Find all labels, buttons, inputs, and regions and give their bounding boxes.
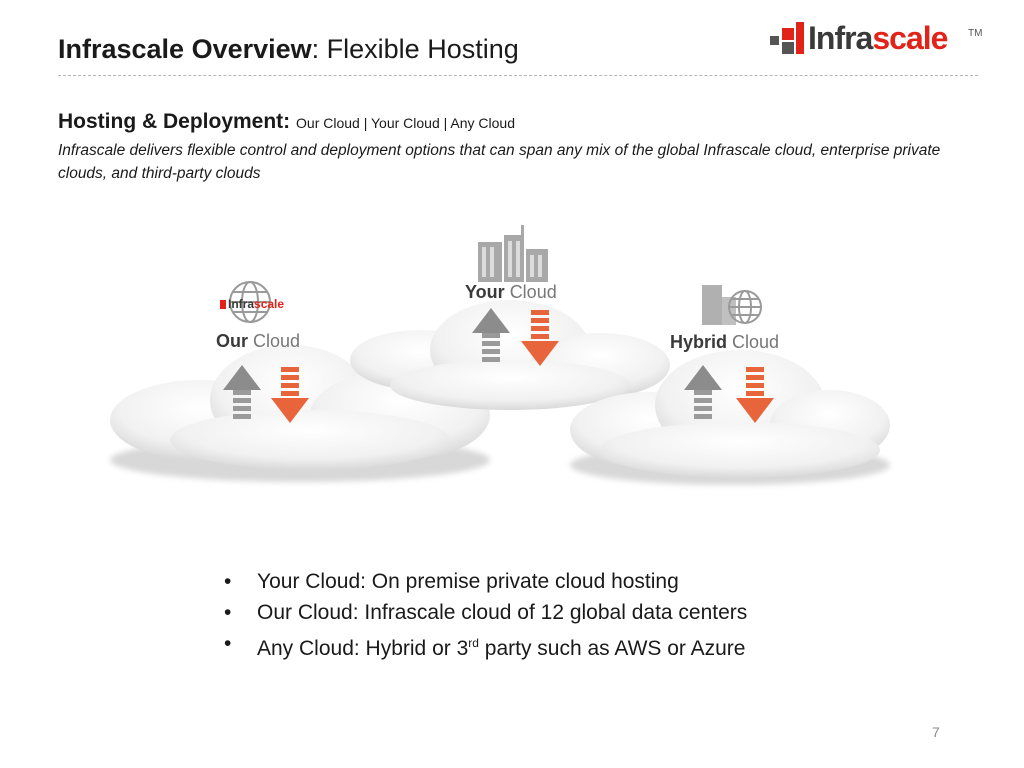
- subheading-bold: Hosting & Deployment:: [58, 110, 291, 133]
- logo-bar-red: [796, 22, 804, 54]
- upload-arrow-icon: [223, 365, 261, 419]
- our-cloud-label: Our Cloud: [216, 331, 301, 351]
- download-arrow-icon: [521, 310, 559, 366]
- download-arrow-icon: [736, 367, 774, 423]
- subheading: Hosting & Deployment: Our Cloud | Your C…: [58, 110, 515, 134]
- logo-square-gray: [770, 36, 779, 45]
- building-globe-icon: [702, 285, 762, 325]
- title-rest: : Flexible Hosting: [311, 34, 519, 64]
- upload-arrow-icon: [684, 365, 722, 419]
- cloud-diagram: Infrascale Our Cloud Your Cloud Hybrid C…: [90, 215, 900, 505]
- globe-icon: [229, 281, 271, 323]
- your-cloud-shape: [350, 300, 670, 410]
- your-cloud-label: Your Cloud: [465, 282, 557, 302]
- bullet-item: •Your Cloud: On premise private cloud ho…: [224, 566, 747, 597]
- hybrid-cloud-label: Hybrid Cloud: [670, 332, 780, 352]
- upload-arrow-icon: [472, 308, 510, 362]
- logo-square-gray-2: [782, 42, 794, 54]
- mini-infrascale-logo: Infrascale: [220, 297, 284, 311]
- bullet-dot: •: [224, 632, 232, 655]
- description: Infrascale delivers flexible control and…: [58, 142, 941, 182]
- bullet-item: •Any Cloud: Hybrid or 3rd party such as …: [224, 628, 747, 664]
- bullet-dot: •: [224, 601, 232, 624]
- bullet-item: •Our Cloud: Infrascale cloud of 12 globa…: [224, 597, 747, 628]
- logo-trademark: TM: [968, 28, 983, 39]
- bullet-list: •Your Cloud: On premise private cloud ho…: [224, 566, 747, 664]
- logo-square-red: [782, 28, 794, 40]
- download-arrow-icon: [271, 367, 309, 423]
- page-number: 7: [932, 724, 940, 740]
- header-divider: [58, 75, 978, 76]
- buildings-icon: [478, 225, 548, 282]
- title-bold: Infrascale Overview: [58, 34, 312, 64]
- clouds-illustration: [110, 225, 890, 485]
- subheading-options: Our Cloud | Your Cloud | Any Cloud: [296, 115, 515, 131]
- bullet-dot: •: [224, 570, 232, 593]
- slide-title: Infrascale Overview: Flexible Hosting: [58, 34, 519, 65]
- logo-wordmark: Infrascale: [808, 20, 948, 56]
